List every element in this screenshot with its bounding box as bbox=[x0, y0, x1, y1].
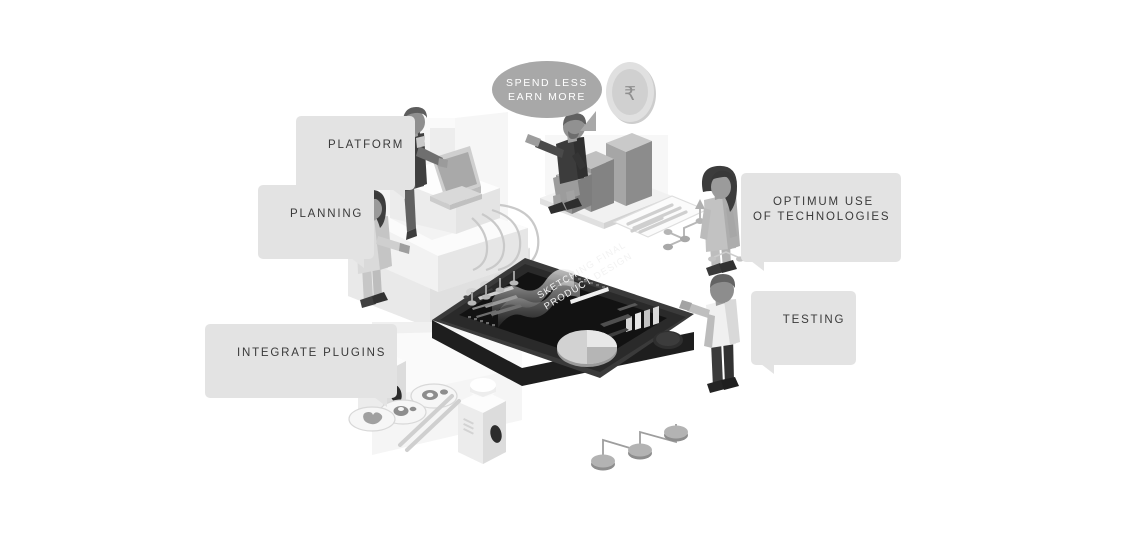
label-integrate-plugins[interactable]: INTEGRATE PLUGINS bbox=[205, 324, 398, 407]
rupee-symbol: ₹ bbox=[624, 84, 636, 105]
label-integrate-plugins-tail bbox=[374, 397, 388, 407]
label-planning[interactable]: PLANNING bbox=[258, 185, 375, 268]
label-platform-tail bbox=[392, 189, 406, 199]
label-testing[interactable]: TESTING bbox=[751, 291, 857, 374]
speech-bubble-spend-less[interactable]: SPEND LESS EARN MORE bbox=[492, 61, 602, 131]
label-integrate-plugins-text: INTEGRATE PLUGINS bbox=[236, 347, 387, 359]
phone-connector-posts bbox=[467, 271, 519, 306]
figure-man-tester bbox=[679, 274, 740, 393]
node-diagram-ground bbox=[591, 424, 688, 471]
screen-mini-bars bbox=[626, 306, 659, 332]
screen-pie-chart bbox=[557, 330, 617, 367]
label-planning-tail bbox=[351, 258, 365, 268]
label-testing-text: TESTING bbox=[782, 314, 846, 326]
label-platform-text: PLATFORM bbox=[327, 139, 405, 151]
figure-presenter bbox=[525, 113, 588, 214]
label-optimum-use-tail bbox=[751, 261, 764, 271]
speech-bubble-text: SPEND LESS EARN MORE bbox=[506, 76, 588, 103]
icon-disc-heart bbox=[348, 406, 396, 432]
figure-woman-technologies bbox=[700, 165, 740, 276]
label-testing-tail bbox=[761, 364, 774, 374]
label-planning-text: PLANNING bbox=[289, 208, 364, 220]
label-optimum-use-text: OPTIMUM USE OF TECHNOLOGIES bbox=[753, 196, 891, 223]
speech-bubble-tail bbox=[580, 111, 596, 131]
label-optimum-use[interactable]: OPTIMUM USE OF TECHNOLOGIES bbox=[741, 173, 902, 271]
label-platform[interactable]: PLATFORM bbox=[296, 116, 416, 199]
plugin-module-right bbox=[458, 378, 506, 464]
decor-diagonal-bars bbox=[398, 394, 461, 452]
